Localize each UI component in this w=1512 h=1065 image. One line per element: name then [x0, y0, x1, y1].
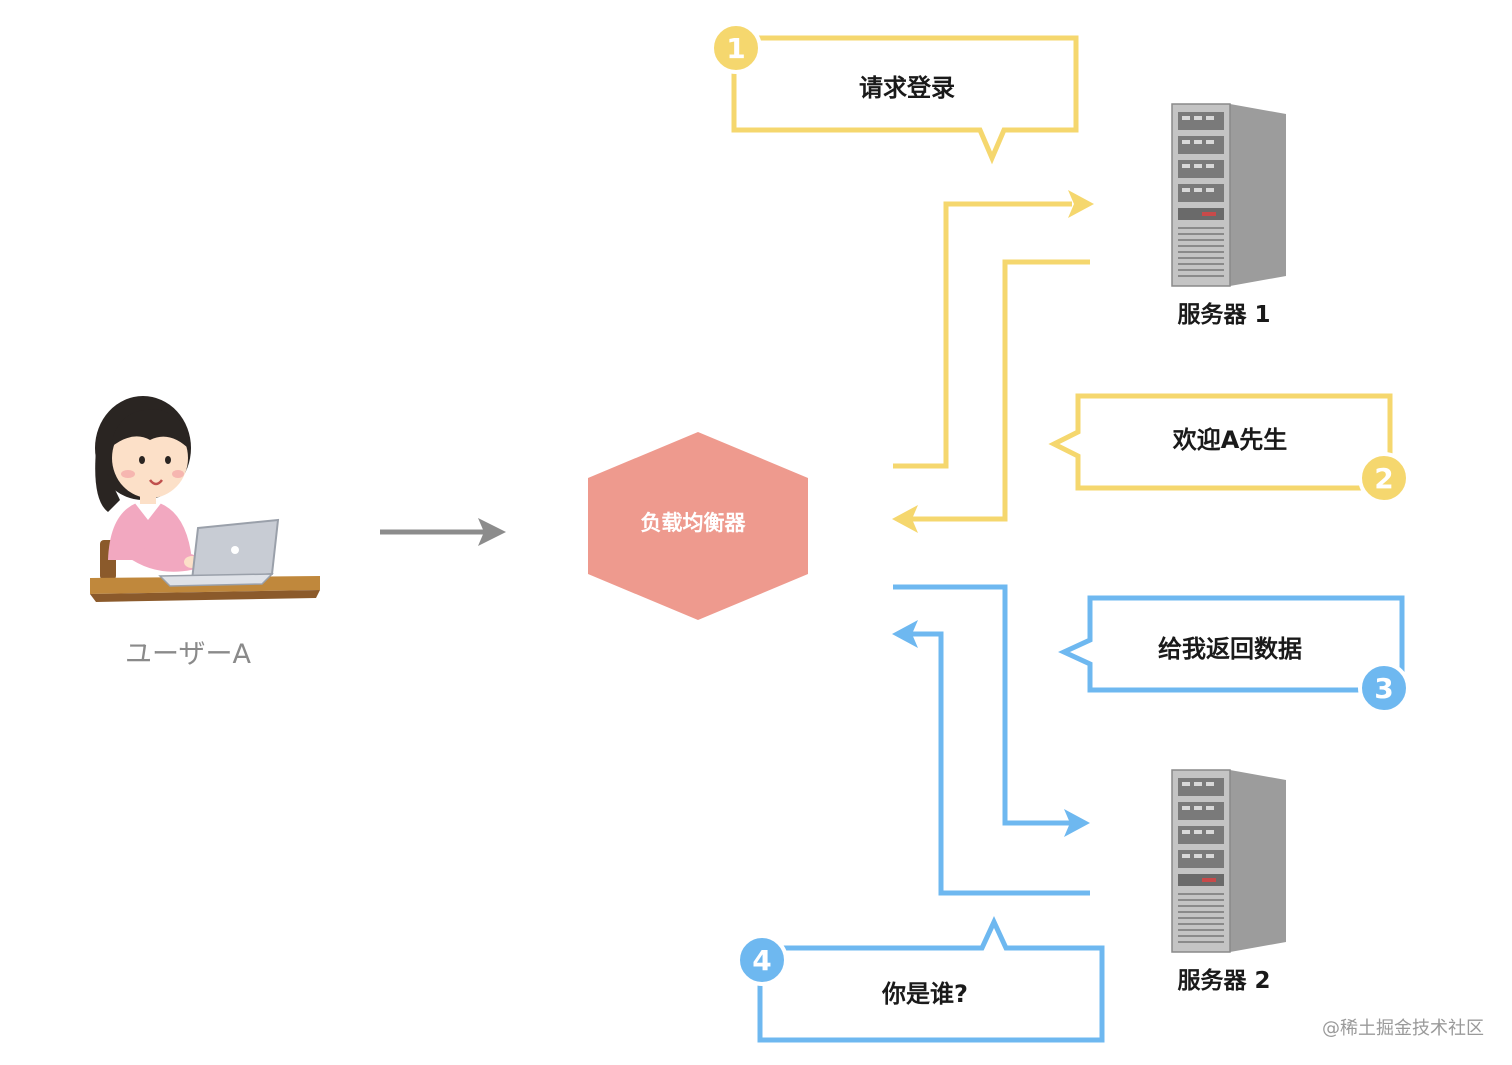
step-3-number: 3: [1374, 672, 1393, 705]
server-2-label: 服务器 2: [1177, 968, 1270, 994]
step-1-bubble: 请求登录 1: [710, 22, 1079, 165]
step-3-number-badge: [1358, 662, 1410, 714]
server-1-label: 服务器 1: [1177, 302, 1270, 328]
step-3-text: 给我返回数据: [1158, 635, 1302, 663]
load-balancer-label: 负载均衡器: [641, 511, 747, 535]
step-4-text: 你是谁?: [881, 980, 968, 1008]
request-path-server-2: [893, 584, 1090, 837]
step-4-number: 4: [752, 944, 771, 977]
response-path-server-2: [892, 620, 1090, 896]
load-balancer-hexagon: [588, 432, 808, 620]
server-1-icon: [1171, 103, 1286, 287]
step-4-bubble: 你是谁? 4: [736, 916, 1105, 1043]
step-1-number: 1: [726, 32, 745, 65]
step-3-bubble: 给我返回数据 3: [1058, 595, 1410, 714]
user-label: ユーザーA: [125, 639, 251, 670]
step-4-number-badge: [736, 934, 788, 986]
user-illustration: [90, 396, 320, 602]
response-path-server-1: [892, 259, 1090, 533]
step-2-bubble: 欢迎A先生 2: [1048, 393, 1410, 504]
step-2-text: 欢迎A先生: [1172, 426, 1288, 454]
watermark: @稀土掘金技术社区: [1322, 1018, 1484, 1039]
step-1-text: 请求登录: [859, 74, 955, 102]
server-2-icon: [1171, 769, 1286, 953]
request-path-server-1: [893, 190, 1094, 469]
step-2-number-badge: [1358, 452, 1410, 504]
user-to-lb-arrow: [380, 518, 506, 546]
step-1-number-badge: [710, 22, 762, 74]
step-2-number: 2: [1374, 462, 1393, 495]
